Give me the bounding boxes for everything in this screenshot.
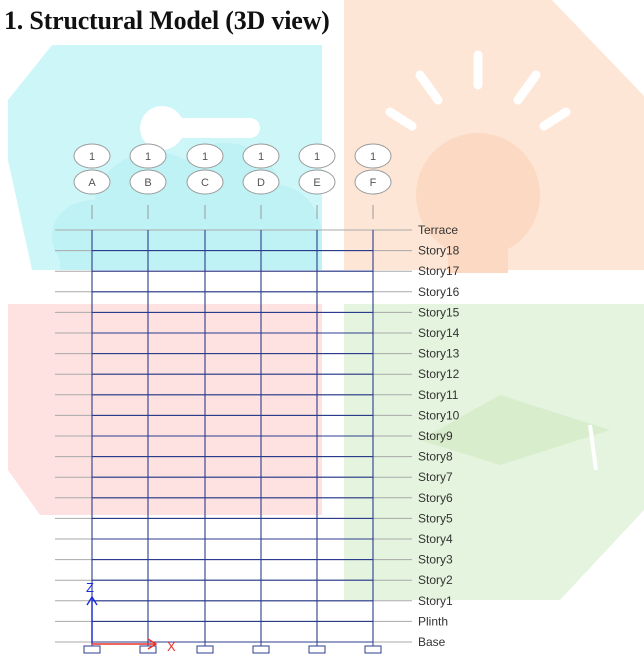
grid-bubble bbox=[298, 169, 336, 195]
grid-number: 1 bbox=[202, 151, 208, 163]
page-title: 1. Structural Model (3D view) bbox=[4, 6, 330, 35]
grid-bubble bbox=[129, 143, 167, 169]
story-label: Story4 bbox=[418, 532, 453, 546]
grid-letter: B bbox=[144, 177, 151, 189]
grid-number: 1 bbox=[314, 151, 320, 163]
support-hinge-icon bbox=[364, 642, 382, 654]
story-label: Story14 bbox=[418, 326, 460, 340]
story-label: Plinth bbox=[418, 614, 448, 628]
story-label: Story8 bbox=[418, 450, 453, 464]
watermark-bulb-base bbox=[448, 245, 508, 273]
global-axes: Z X bbox=[86, 580, 176, 654]
story-label: Story16 bbox=[418, 285, 460, 299]
story-label: Story2 bbox=[418, 573, 453, 587]
grid-bubble bbox=[129, 169, 167, 195]
story-label: Story7 bbox=[418, 470, 453, 484]
grid-number: 1 bbox=[145, 151, 151, 163]
watermark-bulb bbox=[416, 133, 540, 257]
grid-letter: D bbox=[257, 177, 265, 189]
story-label: Story12 bbox=[418, 367, 460, 381]
watermark-pink-shape bbox=[8, 304, 322, 515]
story-label: Story11 bbox=[418, 388, 459, 402]
story-label: Story15 bbox=[418, 305, 460, 319]
grid-letter: F bbox=[370, 177, 377, 189]
watermark-cap bbox=[420, 395, 610, 465]
story-label: Story5 bbox=[418, 511, 453, 525]
watermark-bubble-bar bbox=[150, 118, 260, 138]
grid-bubble bbox=[354, 169, 392, 195]
story-label: Story17 bbox=[418, 264, 460, 278]
watermark-bulb-rays bbox=[385, 50, 571, 131]
x-axis-arrowhead bbox=[147, 638, 158, 650]
grid-letter: E bbox=[313, 177, 320, 189]
story-label: Story3 bbox=[418, 553, 453, 567]
support-hinge-icon bbox=[252, 642, 270, 654]
story-label: Story9 bbox=[418, 429, 453, 443]
story-labels: TerraceStory18Story17Story16Story15Story… bbox=[418, 223, 460, 649]
z-axis-arrowhead bbox=[86, 595, 98, 606]
grid-bubble bbox=[354, 143, 392, 169]
grid-letter: A bbox=[88, 177, 96, 189]
grid-bubble bbox=[73, 169, 111, 195]
frame-elements bbox=[91, 230, 374, 643]
grid-bubble bbox=[186, 143, 224, 169]
grid-number: 1 bbox=[89, 151, 95, 163]
story-label: Base bbox=[418, 635, 446, 649]
grid-bubble bbox=[186, 169, 224, 195]
story-label: Story18 bbox=[418, 244, 460, 258]
x-axis-label: X bbox=[167, 639, 176, 654]
grid-bubble bbox=[242, 143, 280, 169]
watermark-cap-tassel bbox=[588, 424, 598, 471]
grid-number: 1 bbox=[370, 151, 376, 163]
story-label: Terrace bbox=[418, 223, 458, 237]
story-label: Story10 bbox=[418, 408, 460, 422]
story-label: Story6 bbox=[418, 491, 453, 505]
grid-bubble bbox=[242, 169, 280, 195]
support-hinge-icon bbox=[308, 642, 326, 654]
z-axis-label: Z bbox=[86, 580, 94, 595]
grid-bubble bbox=[298, 143, 336, 169]
grid-letter: C bbox=[201, 177, 209, 189]
grid-bubble bbox=[73, 143, 111, 169]
supports bbox=[83, 642, 382, 654]
grid-number: 1 bbox=[258, 151, 264, 163]
story-label: Story13 bbox=[418, 347, 460, 361]
grid-bubbles: 1A 1B 1C 1D 1E 1F bbox=[73, 143, 392, 219]
story-label: Story1 bbox=[418, 594, 453, 608]
support-hinge-icon bbox=[196, 642, 214, 654]
